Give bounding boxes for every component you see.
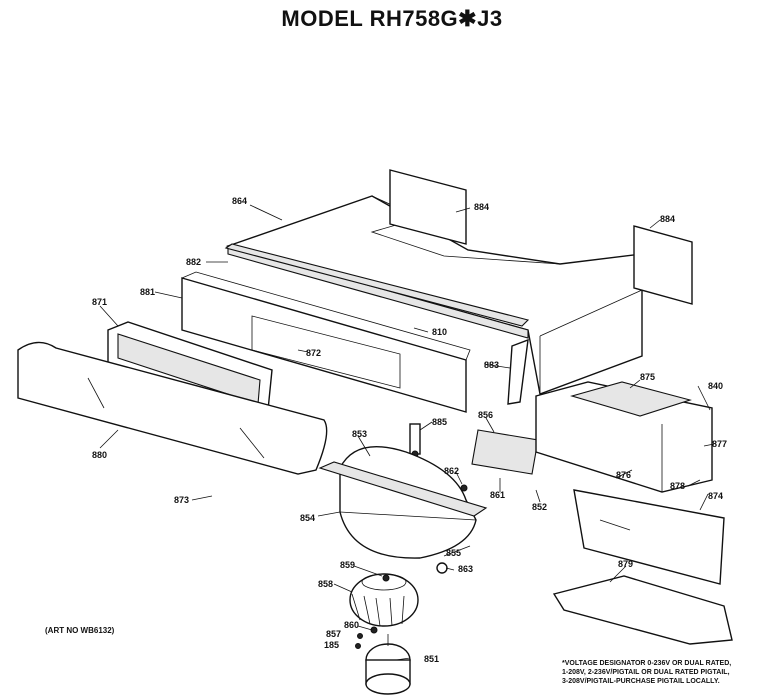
label-859: 859 [340,560,355,570]
voltage-note: *VOLTAGE DESIGNATOR 0-236V OR DUAL RATED… [562,659,777,686]
label-873: 873 [174,495,189,505]
label-880: 880 [92,450,107,460]
label-840: 840 [708,381,723,391]
label-858: 858 [318,579,333,589]
label-860: 860 [344,620,359,630]
label-883: 883 [484,360,499,370]
filter-strip [224,243,530,327]
light-lens [471,429,539,475]
bracket-883 [507,338,529,405]
label-878: 878 [670,481,685,491]
label-853: 853 [352,429,367,439]
label-879: 879 [618,559,633,569]
part-labels: 864 884 884 882 881 871 810 872 883 875 … [92,196,727,664]
label-875: 875 [640,372,655,382]
screw-857 [357,633,363,639]
lamp-socket [409,423,421,458]
label-852: 852 [532,502,547,512]
label-810: 810 [432,327,447,337]
label-884-right: 884 [660,214,675,224]
clip-863 [436,562,448,574]
label-856: 856 [478,410,493,420]
label-851: 851 [424,654,439,664]
leader-lines [99,204,715,661]
label-857: 857 [326,629,341,639]
bracket-879 [552,575,733,645]
label-871: 871 [92,297,107,307]
blower-housing [318,446,488,559]
label-185: 185 [324,640,339,650]
label-864: 864 [232,196,247,206]
label-862: 862 [444,466,459,476]
label-854: 854 [300,513,315,523]
label-863: 863 [458,564,473,574]
voltage-note-line: 3-208V/PIGTAIL-PURCHASE PIGTAIL LOCALLY. [562,678,720,685]
vent-cover-top [389,169,467,245]
bracket-874 [573,489,725,585]
art-number: (ART NO WB6132) [45,626,115,635]
label-876: 876 [616,470,631,480]
label-884-top: 884 [474,202,489,212]
nut-859 [382,574,390,582]
vent-cover-right [633,225,693,305]
screw-862 [460,484,468,492]
blower-wheel [349,573,419,627]
voltage-note-line: 1-208V, 2-236V/PIGTAIL OR DUAL RATED PIG… [562,669,730,676]
front-trim [17,341,328,475]
label-855: 855 [446,548,461,558]
label-882: 882 [186,257,201,267]
label-872: 872 [306,348,321,358]
front-inner-panel [181,271,471,413]
label-874: 874 [708,491,723,501]
label-885: 885 [432,417,447,427]
light-housing [535,381,713,493]
label-881: 881 [140,287,155,297]
label-877: 877 [712,439,727,449]
label-861: 861 [490,490,505,500]
motor [365,634,411,695]
voltage-note-line: *VOLTAGE DESIGNATOR 0-236V OR DUAL RATED… [562,660,732,667]
screw-185 [355,643,361,649]
model-title: MODEL RH758G✱J3 [281,6,503,31]
